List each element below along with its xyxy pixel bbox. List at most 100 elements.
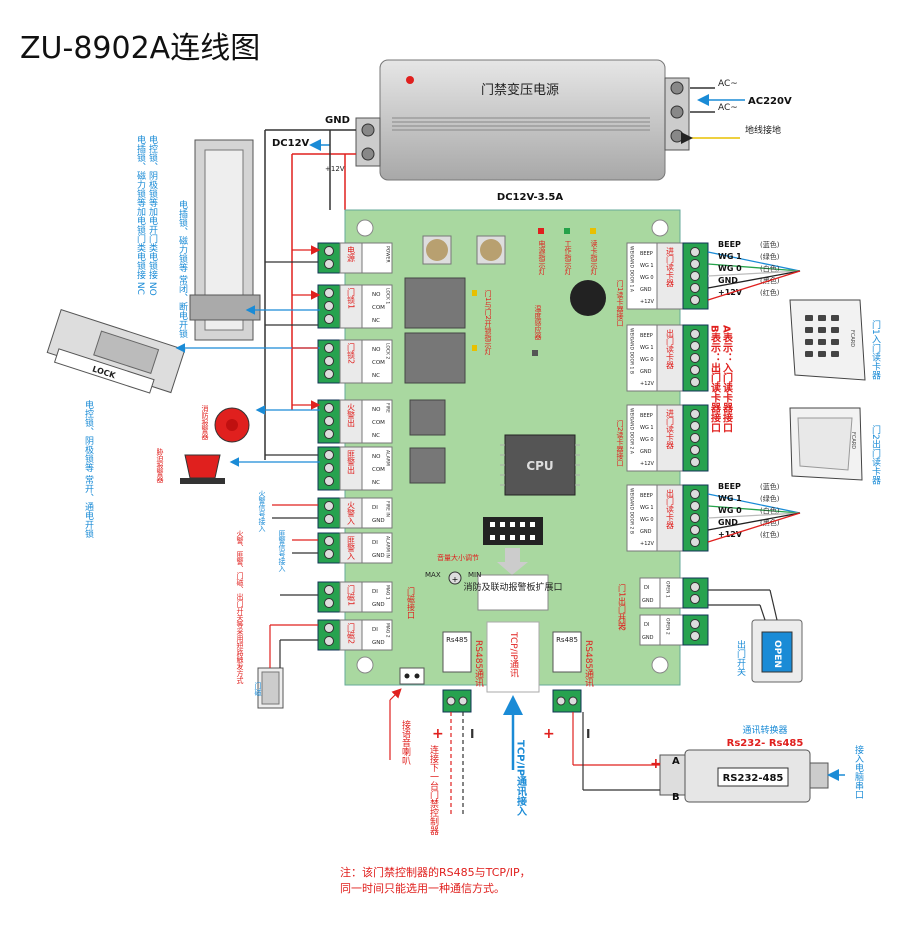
volume-max: MAX [425,571,441,579]
lock-note-1: 电插锁、磁力锁等加电锁门类电锁接 NC [135,134,146,295]
rs485-code-b: Rs485 [556,636,578,644]
relay-led-label: 门1与门2开锁指示灯 [484,289,492,356]
b-note: B表示：出门读卡器接口 [709,325,722,433]
terminal-pin-label: +12V [640,299,655,305]
terminal-screw [690,582,700,592]
terminal-screw [324,549,334,559]
terminal-open1-code: OPEN 1 [665,581,671,598]
terminal-pin-label: COM [372,305,385,311]
next-minus: I [470,727,474,741]
terminal-pin-label: DI [644,622,649,628]
terminal-pin-label: WG 0 [640,357,654,363]
reader-in-wires-name: WG 0 [718,264,742,273]
psu-ground-label: 地线接地 [745,124,781,136]
terminal-screw [324,501,334,511]
reader-out-wires-name: WG 1 [718,494,742,503]
work-led-label: 工作指示灯 [564,240,572,276]
rs485-plus: + [543,726,555,742]
power-led-label: 电源指示灯 [538,239,546,276]
terminal-lock2-label: 门锁2 [347,342,356,364]
reader-out-wires-line [707,505,801,514]
terminal-screw [324,259,334,269]
psu-gnd-label: GND [325,115,350,126]
terminal-screw [324,343,334,353]
terminal-screw [324,623,334,633]
terminal-screw [324,246,334,256]
temp-sensor-label: 温度感应器 [534,304,542,341]
terminal-pin-label: +12V [640,541,655,547]
terminal-screw [324,476,334,486]
terminal-reader1b-label: 出门读卡器 [666,328,675,370]
terminal-screw [690,409,700,419]
terminal-screw [690,631,700,641]
terminal-pin-label: GND [640,369,652,375]
reader-in-wires-color: (绿色) [760,252,780,261]
terminal-pin-label: NO [372,407,381,413]
tcpip-in-label: TCP/IP通讯接入 [515,740,527,817]
duress-alarm-label: 胁迫报警器 [156,447,164,484]
terminal-pin-label: WG 1 [640,505,654,511]
power-supply: 门禁变压电源 DC12V-3.5A GND DC12V +12V AC~ AC~… [272,59,792,203]
tcpip-port-label: TCP/IP通讯 [508,631,519,679]
terminal-reader1a-label: 进门读卡器 [666,247,675,288]
reader-in-brand: FCARD [849,330,855,347]
terminal-pin-label: BEEP [640,333,653,339]
page-title: ZU-8902A连线图 [20,31,260,66]
terminal-open2-code: OPEN 2 [665,618,671,635]
reader2-port-label: 门2读卡器接口 [616,419,624,466]
terminal-screw [324,314,334,324]
terminal-screw [690,341,700,351]
terminal-pin-label: NC [372,373,380,379]
terminal-alarm-in-code: ALARM IN [385,536,391,558]
reader-in-wires-name: BEEP [718,240,741,249]
reader-in-wires-line [707,263,801,272]
psu-gnd-screw [361,123,375,137]
reader-in-wires-line [707,270,801,289]
terminal-pin-label: WG 1 [640,345,654,351]
terminal-screw [690,501,700,511]
terminal-pin-label: +12V [640,381,655,387]
electric-strike: LOCK [46,308,186,394]
converter-model: RS232-485 [723,773,784,784]
terminal-reader2b-label: 出门读卡器 [666,488,675,530]
terminal-screw [324,514,334,524]
terminal-screw [324,585,334,595]
terminal-alarm-out-label: 匪警出 [347,450,356,475]
terminal-screw [324,369,334,379]
reader1-port-label: 门1读卡器接口 [616,279,624,326]
terminal-screw [324,356,334,366]
terminal-alarm-in-label: 匪警入 [347,536,356,560]
terminal-screw [690,594,700,604]
reader-in-wires-name: GND [718,276,738,285]
terminal-pin-label: GND [372,640,385,646]
psu-ac220v-label: AC220V [748,96,792,107]
terminal-pin-label: GND [642,635,654,641]
reader-out-wires-name: GND [718,518,738,527]
terminal-screw [324,463,334,473]
pc-port-label: 接入电脑串口 [853,744,864,799]
psu-plus12v-label: +12V [325,165,345,173]
volume-min: MIN [468,571,481,579]
terminal-screw [324,288,334,298]
power-led-dot [406,76,414,84]
terminal-screw [690,489,700,499]
buzzer [570,280,606,316]
open-button-label: OPEN [772,640,782,668]
reader-out-wires-color: (红色) [760,530,780,539]
terminal-mag1-label: 门磁1 [347,584,356,606]
terminal-pin-label: BEEP [640,251,653,257]
converter-a: A [672,756,680,767]
terminal-lock1-label: 门锁1 [347,287,356,309]
exit-button: OPEN 出门开关 [735,619,803,683]
terminal-screw [324,598,334,608]
psu-12v-screw [361,147,375,161]
terminal-pin-label: GND [372,553,385,559]
door-sensor [257,667,284,709]
speaker-label: 接语音喇叭 [400,719,411,766]
door-sensor-label: 门磁 [254,681,262,696]
reader-in-wires-line [707,270,801,301]
terminal-pin-label: NO [372,454,381,460]
reader-out-wires-line [707,512,801,519]
terminal-pin-label: WG 0 [640,517,654,523]
